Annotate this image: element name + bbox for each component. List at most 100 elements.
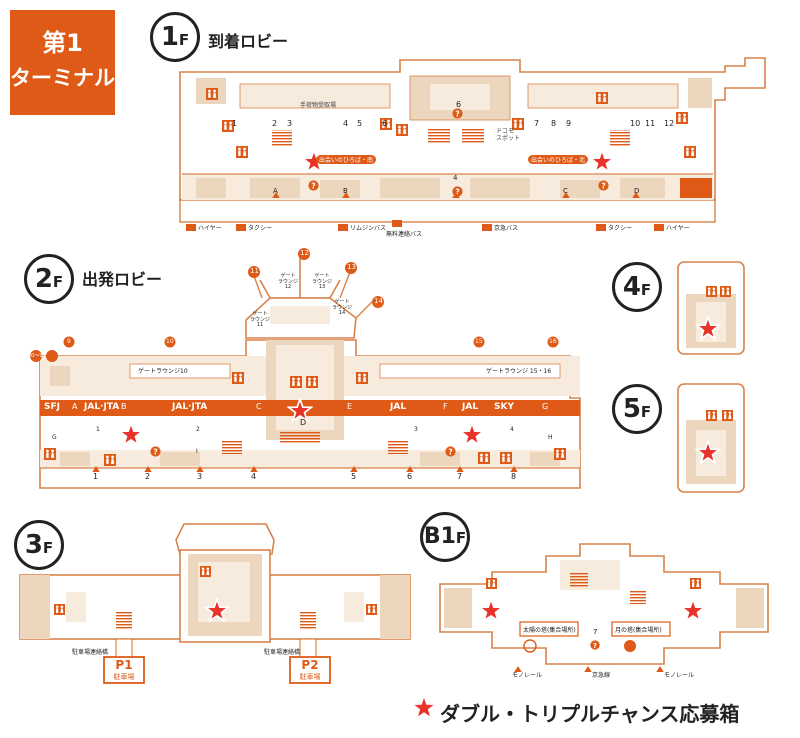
gate-lounge-13: ゲート ラウンジ 13 <box>312 273 333 290</box>
gate-lounge-14: ゲート ラウンジ 14 <box>332 299 353 316</box>
gate-2f-15: 15 <box>475 338 483 345</box>
floor-1f-plan <box>179 57 766 231</box>
clock-2: 2 <box>196 426 200 433</box>
door-2f-8: 8 <box>511 472 517 481</box>
gate-1f-9: 9 <box>566 119 572 128</box>
number-6-1f: 6 <box>456 100 462 109</box>
transport-taxi-left: タクシー <box>248 225 273 232</box>
counter-jal-jta-1: JAL·JTA <box>84 402 120 412</box>
meeting-area-south: 出会いのひろば・南 <box>316 155 377 164</box>
floor-2f-plan <box>30 248 581 489</box>
clock-1: 1 <box>96 426 100 433</box>
counter-c: C <box>256 402 262 411</box>
door-2f-1: 1 <box>93 472 99 481</box>
sun-tower-label: 太陽の塔(集合場所) <box>523 627 576 634</box>
gate-1f-12: 12 <box>664 119 675 128</box>
floor-5f-plan <box>677 383 745 493</box>
exit-b: B <box>343 187 348 195</box>
floor-2f-title: 出発ロビー <box>82 270 163 289</box>
gate-1f-2: 2 <box>272 119 278 128</box>
counter-sfj: SFJ <box>44 402 60 412</box>
counter-f: F <box>443 402 448 411</box>
exit-a: A <box>273 187 278 195</box>
gate-2f-11: 11 <box>250 267 259 275</box>
legend-text: ダブル・トリプルチャンス応募箱 <box>440 702 740 726</box>
terminal-badge: 第1 ターミナル <box>10 10 115 115</box>
gate-2f-14: 14 <box>374 297 383 305</box>
gate-2f-16: 16 <box>549 338 557 345</box>
floor-5f-marker: 5F <box>612 384 662 434</box>
gate-1f-1: 1 <box>232 119 238 128</box>
gate-80-91: 80～91 <box>28 353 46 359</box>
floor-4f-marker: 4F <box>612 262 662 312</box>
door-2f-4: 4 <box>251 472 257 481</box>
transport-limousine-bus: リムジンバス <box>350 225 387 232</box>
counter-g: G <box>542 402 549 411</box>
door-2f-6: 6 <box>407 472 413 481</box>
gate-1f-6: 6 <box>382 119 388 128</box>
docomo-spot-label: ドコモ スポット <box>496 128 521 143</box>
clock-4: 4 <box>510 426 514 433</box>
gate-lounge-10: ゲートラウンジ10 <box>138 368 188 375</box>
terminal-badge-line2: ターミナル <box>10 65 115 90</box>
floor-1f-title: 到着ロビー <box>208 32 289 51</box>
gate-2f-12: 12 <box>300 249 309 257</box>
parking-bridge-right: 駐車場連絡橋 <box>264 649 301 656</box>
transport-free-shuttle: 無料連絡バス <box>386 231 423 238</box>
monorail-left: モノレール <box>512 672 543 679</box>
gate-1f-3: 3 <box>287 119 293 128</box>
b1-number-7: 7 <box>593 628 598 636</box>
terminal-badge-line1: 第1 <box>42 29 83 57</box>
exit-c: C <box>563 187 568 195</box>
door-2f-3: 3 <box>197 472 203 481</box>
counter-jal-1: JAL <box>390 402 407 412</box>
transport-taxi-right: タクシー <box>608 225 633 232</box>
area-g: G <box>52 434 57 441</box>
exit-d: D <box>634 187 640 195</box>
door-2f-2: 2 <box>145 472 151 481</box>
counter-sky: SKY <box>494 402 514 412</box>
transport-keikyu-bus: 京急バス <box>494 225 519 232</box>
parking-bridge-left: 駐車場連絡橋 <box>72 649 109 656</box>
monorail-right: モノレール <box>664 672 695 679</box>
gate-1f-4: 4 <box>343 119 349 128</box>
floor-b1f-plan <box>439 543 769 672</box>
transport-hire-left: ハイヤー <box>198 225 222 232</box>
clock-3: 3 <box>414 426 418 433</box>
counter-b: B <box>121 402 127 411</box>
baggage-claim-label: 手荷物受取場 <box>300 102 337 109</box>
floor-2f-marker: 2F <box>24 254 74 304</box>
floor-3f-marker: 3F <box>14 520 64 570</box>
parking-p2-sub: 駐車場 <box>299 673 321 681</box>
counter-jal-jta-2: JAL·JTA <box>172 402 208 412</box>
gate-1f-5: 5 <box>357 119 363 128</box>
gate-1f-10: 10 <box>630 119 641 128</box>
keikyu-line: 京急線 <box>592 672 611 679</box>
floor-1f-marker: 1F <box>150 12 200 62</box>
area-i: I <box>196 448 198 455</box>
moon-tower-label: 月の塔(集合場所) <box>615 627 662 634</box>
counter-d: D <box>300 418 307 427</box>
gate-2f-13: 13 <box>347 263 356 271</box>
floor-3f-plan <box>19 523 411 684</box>
parking-p2: P2 <box>301 658 319 672</box>
floor-4f-plan <box>677 261 745 355</box>
gate-1f-11: 11 <box>645 119 656 128</box>
floor-b1f-marker: B1F <box>420 512 470 562</box>
gate-lounge-11: ゲート ラウンジ 11 <box>250 311 271 328</box>
legend-star-icon <box>410 694 438 720</box>
area-h: H <box>548 434 553 441</box>
door-2f-5: 5 <box>351 472 357 481</box>
gate-2f-10: 10 <box>166 338 174 345</box>
exit-4: 4 <box>453 174 458 182</box>
gate-1f-7: 7 <box>534 119 540 128</box>
gate-lounge-12: ゲート ラウンジ 12 <box>278 273 299 290</box>
gate-lounge-15-16: ゲートラウンジ 15・16 <box>486 368 552 375</box>
parking-p1: P1 <box>115 658 133 672</box>
door-2f-7: 7 <box>457 472 463 481</box>
parking-p1-sub: 駐車場 <box>113 673 135 681</box>
gate-1f-8: 8 <box>551 119 557 128</box>
meeting-area-north: 出会いのひろば・北 <box>528 155 589 164</box>
